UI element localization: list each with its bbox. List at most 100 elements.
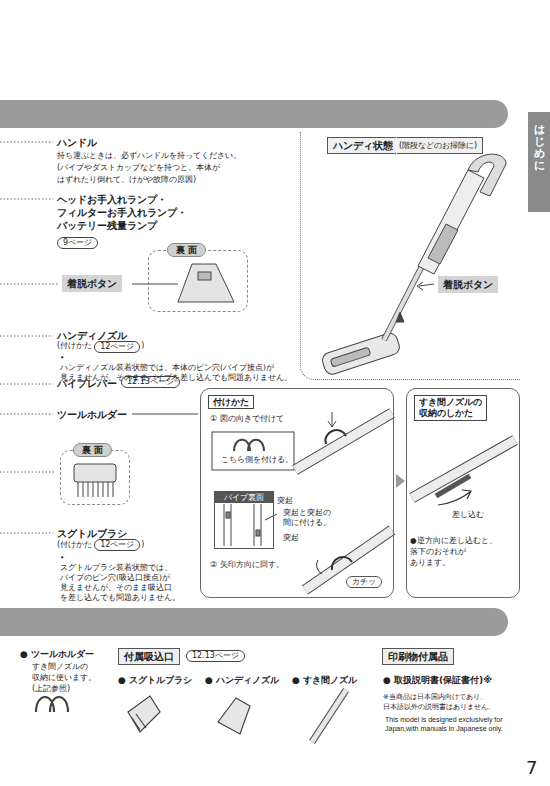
text-line: すき間ノズルの: [419, 397, 482, 408]
node-text: こちら側を付ける。: [221, 455, 293, 465]
page-ref: 12ページ: [94, 341, 140, 353]
part-name: ツールホルダー: [57, 408, 127, 421]
node-text: (階段などのお掃除に): [397, 137, 483, 154]
node-text: 12ページ: [100, 540, 134, 550]
part-name: ハンドル: [57, 136, 97, 149]
section-header: 印刷物付属品: [382, 648, 454, 665]
node-text: 裏 面: [73, 443, 112, 457]
text-line: 間に付ける。: [283, 518, 331, 528]
storage-figure: [462, 490, 471, 499]
text-line: すき間ノズルの: [32, 661, 96, 672]
node-text: カチッ: [352, 577, 376, 587]
section-header: 付属吸込口: [118, 648, 180, 665]
accessory-icon: [36, 697, 68, 712]
leader-line: [0, 414, 53, 415]
text-line: 落下のおそれが: [410, 546, 497, 557]
text-line: •: [60, 353, 292, 363]
brush-back-figure: [74, 464, 116, 482]
text-slot: ※当商品は日本国内向けであり、 日本語以外の説明書はありません。: [383, 692, 495, 712]
text-slot: ● ツールホルダー: [20, 648, 94, 660]
text-line: バッテリー残量ランプ: [57, 219, 187, 232]
accessory-icon: [36, 690, 346, 742]
vacuum-figure: [384, 262, 424, 340]
attach-panel: 付けかた① 図の向きで付けてこちら側を付ける。② 矢印方向に回す。パイプ裏面カチ…: [200, 388, 394, 598]
vacuum-figure: [396, 312, 404, 322]
text-slot: パイプレバー: [57, 377, 117, 390]
text-slot: ② 矢印方向に回す。: [210, 560, 284, 570]
item-name: ● 取扱説明書(保証書付)※: [383, 674, 492, 686]
page-ref: 12ページ: [94, 539, 140, 551]
callout-text: 突起と突起の 間に付ける。: [283, 508, 331, 528]
text-line: 見えませんが、そのまま吸込口: [60, 583, 180, 593]
callout-text: 差し込む: [452, 510, 484, 520]
text-slot: こちら側を付ける。: [221, 455, 293, 465]
node-text: 裏 面: [167, 243, 206, 257]
text-slot: 持ち運ぶときは、必ずハンドルを持ってください。 (パイプやダストカップなどを持つ…: [57, 150, 241, 186]
vacuum-figure: [468, 154, 506, 196]
back-view-box: 裏 面: [148, 250, 248, 312]
text-slot: 付けかた: [208, 395, 254, 409]
callout-text: 突起: [283, 533, 299, 543]
vacuum-figure: [320, 331, 401, 376]
node-text: 9ページ: [63, 238, 92, 248]
text-line: 持ち運ぶときは、必ずハンドルを持ってください。: [57, 150, 241, 162]
text-slot: ● ハンディノズル: [205, 674, 279, 686]
text-slot: (階段などのお掃除に): [397, 137, 483, 154]
sound-bubble: カチッ: [346, 576, 382, 588]
text-slot: 差し込む: [452, 510, 484, 520]
node-text: 付属吸込口: [124, 650, 174, 663]
node-text: ハンディ状態: [327, 137, 396, 154]
panel-arrow: [396, 474, 405, 488]
text-slot: ): [141, 341, 144, 351]
pipe-figure: [305, 530, 392, 590]
node-text: 付けかた: [208, 395, 254, 409]
node-text: 印刷物付属品: [388, 650, 448, 663]
pipe-back-figure: [265, 514, 277, 520]
text-line: はずれたり倒れて、けがや故障の原因): [57, 174, 241, 186]
label-box: 着脱ボタン: [438, 276, 498, 293]
section-band: [0, 100, 508, 128]
note-text: ●逆方向に差し込むと、 落下のおそれが あります。: [410, 535, 497, 568]
callout-text: 突起: [277, 496, 293, 506]
text-slot: ● スグトルブラシ: [118, 674, 192, 686]
item-name: ● すき間ノズル: [292, 674, 357, 686]
pipe-back-figure: [226, 512, 230, 518]
storage-figure: [438, 492, 470, 505]
node-text: はじめに: [534, 124, 545, 212]
text-slot: すき間ノズルの 収納に使います。 (上記参照): [32, 661, 96, 694]
clip-figure: [332, 412, 333, 426]
node-text: すき間ノズルの 収納のしかた: [414, 395, 487, 421]
text-slot: 突起: [277, 496, 293, 506]
pipe-figure: [295, 413, 392, 590]
text-slot: 7: [526, 756, 537, 779]
part-name: パイプレバー: [57, 377, 117, 390]
page-ref: 12.13ページ: [186, 650, 245, 662]
node-text: パイプ裏面: [215, 492, 273, 503]
leader-line: [0, 336, 53, 337]
text-slot: ● 取扱説明書(保証書付)※: [383, 674, 492, 686]
ref-text: (付けかた: [57, 341, 92, 351]
text-line: ハンディノズル装着状態では、本体のピン穴(パイプ接点)が: [60, 363, 292, 373]
text-slot: 突起: [283, 533, 299, 543]
text-line: 日本語以外の説明書はありません。: [383, 702, 495, 712]
text-line: 収納に使います。: [32, 672, 96, 683]
part-name: スグトルブラシ: [57, 527, 127, 540]
text-slot: ● すき間ノズル: [292, 674, 357, 686]
note-text: すき間ノズルの 収納に使います。 (上記参照): [32, 661, 96, 694]
pipe-figure: [305, 530, 392, 590]
pipe-back-figure: [224, 504, 261, 546]
text-slot: すき間ノズルの 収納のしかた: [414, 395, 487, 421]
pipe-figure: [317, 560, 322, 574]
item-name: ● ハンディノズル: [205, 674, 279, 686]
clip-figure: [328, 421, 336, 427]
ref-text: (付けかた: [57, 540, 92, 550]
section-band: [0, 100, 508, 636]
node-text: ② 矢印方向に回す。: [210, 560, 284, 570]
text-slot: 裏 面: [73, 443, 112, 457]
text-line: ●逆方向に差し込むと、: [410, 535, 497, 546]
text-line: 突起と突起の: [283, 508, 331, 518]
part-name: ヘッドお手入れランプ・ フィルターお手入れランプ・ バッテリー残量ランプ: [57, 193, 187, 232]
text-slot: スグトルブラシ: [57, 527, 127, 540]
panel-arrow: [396, 474, 405, 488]
